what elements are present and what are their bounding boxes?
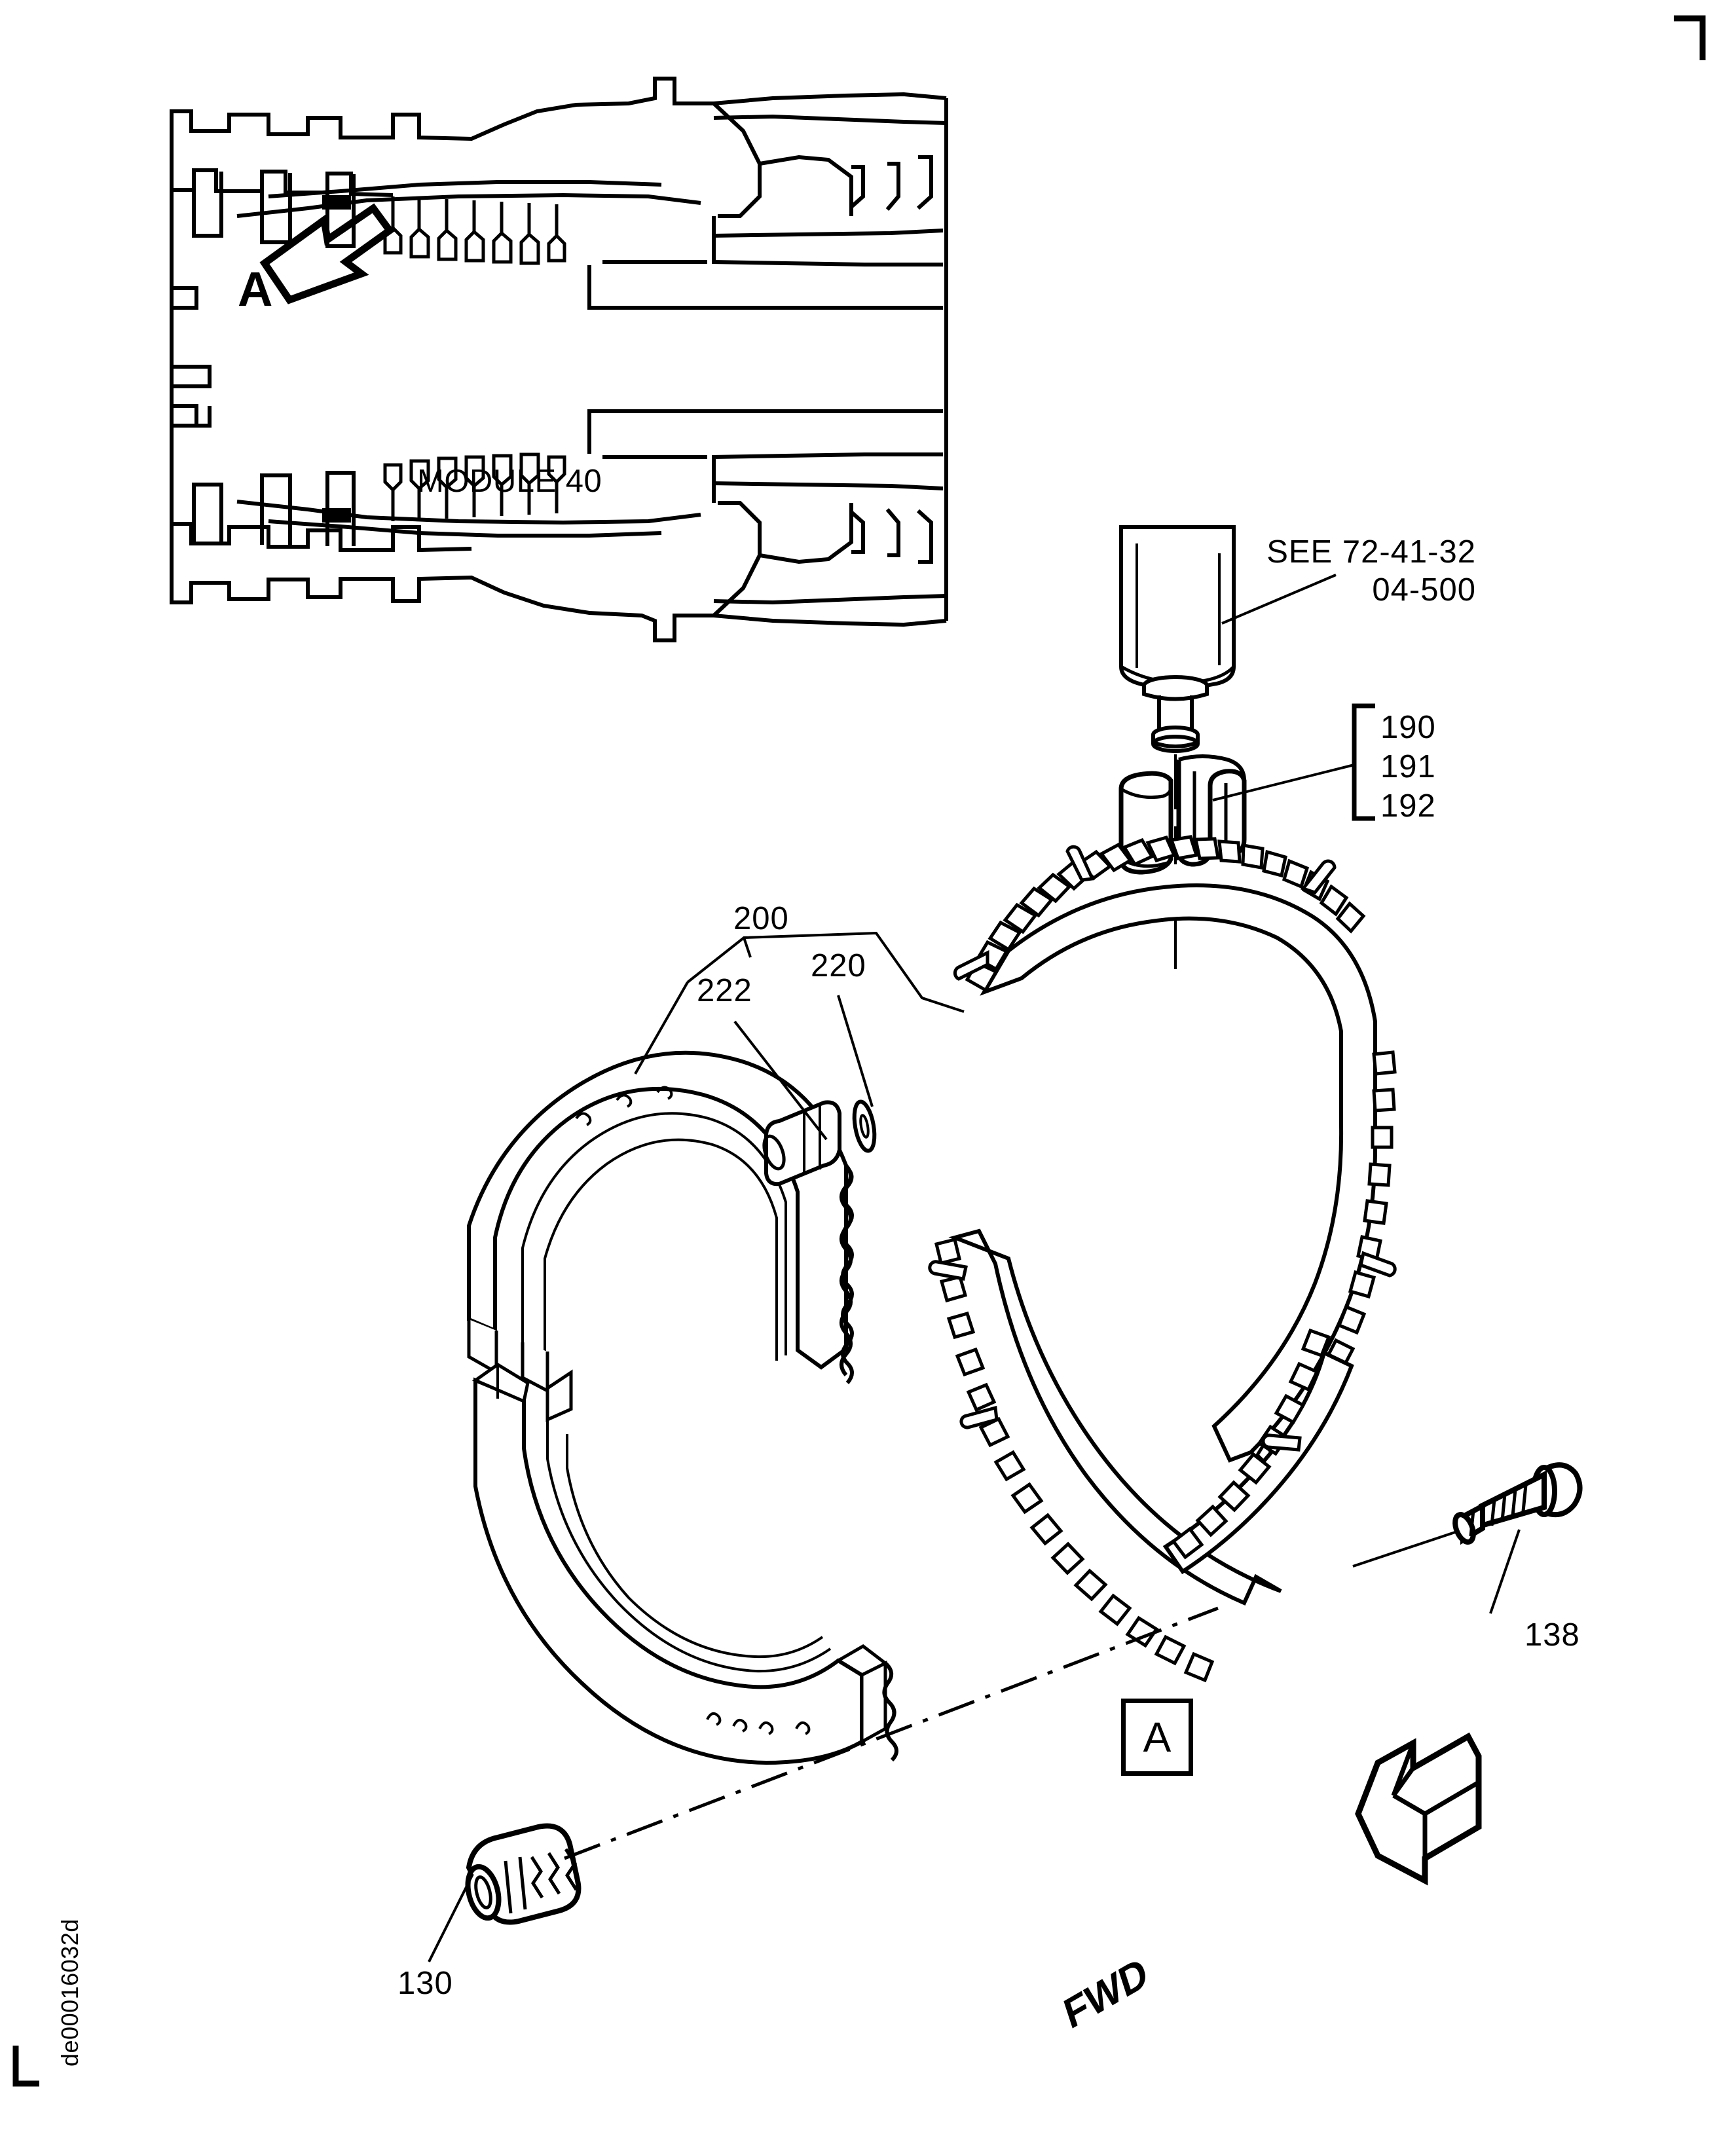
- vane-stem: [1142, 675, 1209, 753]
- bolt-part-138: [1452, 1462, 1583, 1545]
- callout-191: 191: [1380, 749, 1436, 784]
- fwd-arrow-text: FWD: [1059, 1948, 1153, 2038]
- corner-crop-mark-bottom-left: [12, 2046, 39, 2087]
- locator-view-arrow-letter: A: [238, 262, 273, 316]
- shroud-ring-rear-lower-segment: [948, 1228, 1282, 1606]
- locator-block-lower: [322, 508, 351, 523]
- shroud-ring-rear-lower-teeth: [928, 1237, 1215, 1683]
- washer-part-220: [852, 1099, 877, 1153]
- fwd-direction-arrow: FWD: [1059, 1732, 1482, 2038]
- bushing-part-222: [762, 1100, 841, 1187]
- callout-192: 192: [1380, 788, 1436, 824]
- front-shroud-upper-segment: [467, 1050, 853, 1394]
- detail-view-box-a: A: [1121, 1699, 1193, 1776]
- view-arrow-a: [259, 203, 395, 304]
- assembly-axis-centerline: [564, 1606, 1219, 1860]
- shroud-ring-right-teeth: [1171, 1328, 1331, 1560]
- front-shroud-serrated-edge: [841, 1165, 854, 1384]
- document-id: de00016032d: [56, 1919, 83, 2067]
- detail-view-letter: A: [1143, 1714, 1172, 1761]
- see-reference-line-2: 04-500: [1372, 572, 1476, 608]
- callout-220: 220: [811, 948, 866, 984]
- callout-222: 222: [697, 973, 752, 1008]
- leader-lines-group: [428, 931, 1521, 1962]
- callout-138: 138: [1524, 1617, 1580, 1653]
- leader-line-see-reference: [1221, 574, 1337, 625]
- leader-line-190-192: [1212, 763, 1355, 801]
- engine-cross-section-locator: [170, 77, 948, 642]
- corner-crop-mark-top-right: [1674, 15, 1706, 60]
- nut-part-130: [465, 1823, 582, 1925]
- item-bracket-190-192: [1352, 703, 1375, 821]
- callout-190: 190: [1380, 710, 1436, 745]
- see-reference-line-1: SEE 72-41-32: [1266, 534, 1476, 570]
- locator-caption-module: MODULE 40: [417, 464, 602, 499]
- callout-130: 130: [397, 1966, 453, 2001]
- shroud-ring-rear-teeth: [953, 835, 1397, 1489]
- locator-block-upper: [322, 195, 351, 210]
- callout-200: 200: [733, 901, 789, 936]
- shroud-ring-rear: [980, 883, 1377, 1463]
- front-shroud-lower-segment: [471, 1363, 898, 1765]
